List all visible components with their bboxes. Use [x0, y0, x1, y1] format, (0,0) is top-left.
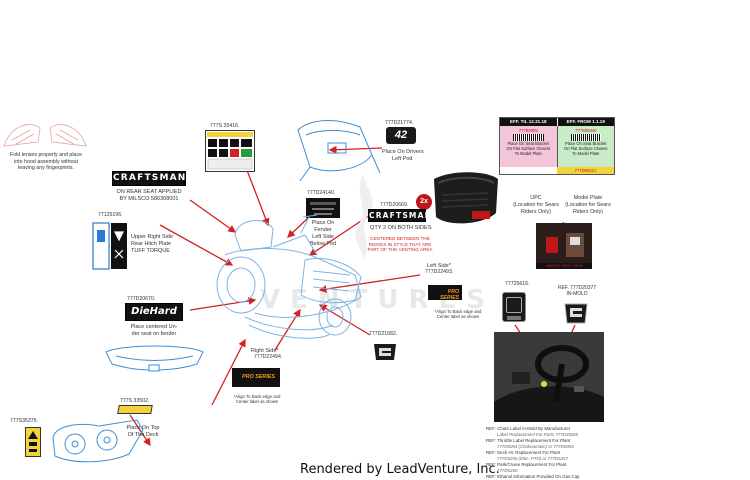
part-number-77125196: 77125196. [98, 212, 123, 218]
deck-top-note: Place On Top Of The Deck [126, 425, 160, 438]
part-number-777s33502: 777S 33502. [120, 398, 150, 404]
diehard-note: Place centered Un- der seat on fender [130, 324, 178, 337]
eff-til-header: EFF. TIL 12.31.18 [500, 118, 557, 126]
arrow-deck-top [211, 338, 246, 406]
part-number-777d22494: 777D22494. [254, 354, 283, 360]
align-left-note: *Align To Back edge and Center label as … [434, 309, 482, 320]
part-number-777d21774: 777D21774. [385, 120, 414, 126]
part-number-777d20669: 777D20669. [380, 202, 409, 208]
upc-note: UPC (Location for Sears Riders Only) [513, 195, 559, 215]
craftsman-side-logo: CRAFTSMAN [368, 209, 433, 222]
dash-decal-left [502, 292, 526, 322]
arrow-grille [318, 304, 371, 336]
plate-footer: 777D06221 [557, 167, 614, 174]
ref-main: REF: Chute Label In-Mold By Manufacturer [486, 426, 571, 431]
arrow-warning [244, 164, 270, 227]
part-number-777s35416: 777S 35416. [210, 123, 240, 129]
diehard-logo: DieHard [125, 303, 183, 321]
drivers-pod-note: Place On Drivers Left Pod [382, 149, 424, 162]
ref-sub: 777D5054 (Chokeamatic) or 777D5055 [497, 443, 574, 449]
hood-pod-diagram [297, 120, 381, 182]
arrow-fender [287, 217, 309, 238]
safety-warning-decal [205, 130, 255, 172]
deck-top-decal [117, 405, 153, 414]
arrow-deck [129, 414, 151, 447]
model-plate-note: Model Plate (Location for Sears Riders O… [565, 195, 611, 215]
ref-main: REF: Ethanol Information Provided On Gas… [486, 473, 580, 479]
ref-main: REF: Deck Ht. Replacement For Plant [486, 449, 561, 455]
flame-watermark [355, 174, 373, 260]
part-number-77725616: 77725616. [505, 281, 530, 287]
arrow-left-side [318, 274, 421, 293]
ref-sub: 777D5250 [497, 467, 518, 473]
grille-emblem [374, 344, 396, 360]
ref-sub: 777D5256 (Elec. PTO) or 777D5257 [497, 455, 568, 461]
pro-series-right-decal: PRO SERIES [232, 368, 280, 387]
qty-note: QTY 2 ON BOTH SIDES [370, 225, 432, 231]
ref-main: REF: Park/Cruise Replacement For Plant [486, 461, 567, 467]
rear-seat-note: ON REAR SEAT APPLIED BY MILSCO 586308001 [116, 189, 182, 202]
mower-deck-diagram [52, 419, 144, 463]
part-number-777d24140: 777D24140. [307, 190, 336, 196]
seat-fender-diagram [105, 345, 204, 372]
arrow-pod [328, 145, 383, 154]
headlight-lens-diagram [3, 124, 87, 147]
pro-series-left-decal: PRO SERIES [428, 285, 462, 301]
left-side-label: Left Side* [427, 263, 451, 269]
craftsman-rear-logo: CRAFTSMAN [112, 171, 186, 186]
ref-777d20377: REF. 777D20377 IN-MOLD [557, 285, 597, 298]
hitch-plate-note: Upper Right Side Rear Hitch Plate TUFF T… [131, 234, 173, 254]
hitch-decal [92, 222, 127, 270]
ref-sub: Label Replacement For Parts 777D29285 [497, 431, 579, 437]
fender-left-note: Place On Fender Left Side Below Pod [309, 220, 337, 247]
arrow-hitch [159, 224, 234, 266]
fender-left-decal [306, 198, 340, 218]
fold-lenses-note: Fold lenses properly and place into hood… [9, 152, 83, 172]
under-seat-photo: UNDER SEAT VIEW [536, 223, 592, 269]
in-mold-emblem [564, 303, 588, 324]
footer-credit: Rendered by LeadVenture, Inc. [300, 462, 500, 477]
part-number-777s35375: 777S35375. [10, 418, 38, 424]
align-right-note: *Align To Back edge and Center label as … [233, 394, 281, 405]
arrow-craftsman [189, 199, 237, 233]
badge-42: 42 [386, 127, 416, 144]
deck-warning-decal [25, 427, 41, 457]
dashboard-photo [494, 332, 604, 422]
part-number-777d20670: 777D20670. [127, 296, 156, 302]
arrow-craftsman-side [308, 214, 371, 256]
hood-side-photo [434, 172, 498, 224]
centered-note: CENTERED BETWEEN THE RIDGES IN STYLE THA… [367, 236, 433, 253]
part-number-777d22493: 777D22493. [425, 269, 454, 275]
ref-main: REF: Throttle Label Replacement For Plan… [486, 437, 571, 443]
right-side-label: Right Side* [251, 348, 279, 354]
plate-right: 777S05940 Place On Seat Bracket On Flat … [557, 126, 614, 167]
model-plate-panel: EFF. TIL 12.31.18 EFF. FROM 1.1.19 77789… [499, 117, 615, 175]
reference-notes: REF: Chute Label In-Mold By Manufacturer… [486, 426, 656, 479]
eff-from-header: EFF. FROM 1.1.19 [556, 118, 614, 126]
plate-left: 77789905 Place On Seat Bracket On Flat S… [500, 126, 558, 167]
quantity-badge: 2x [416, 194, 432, 210]
tractor-diagram [216, 214, 362, 339]
part-number-777d21682: 777D21682. [369, 331, 398, 337]
